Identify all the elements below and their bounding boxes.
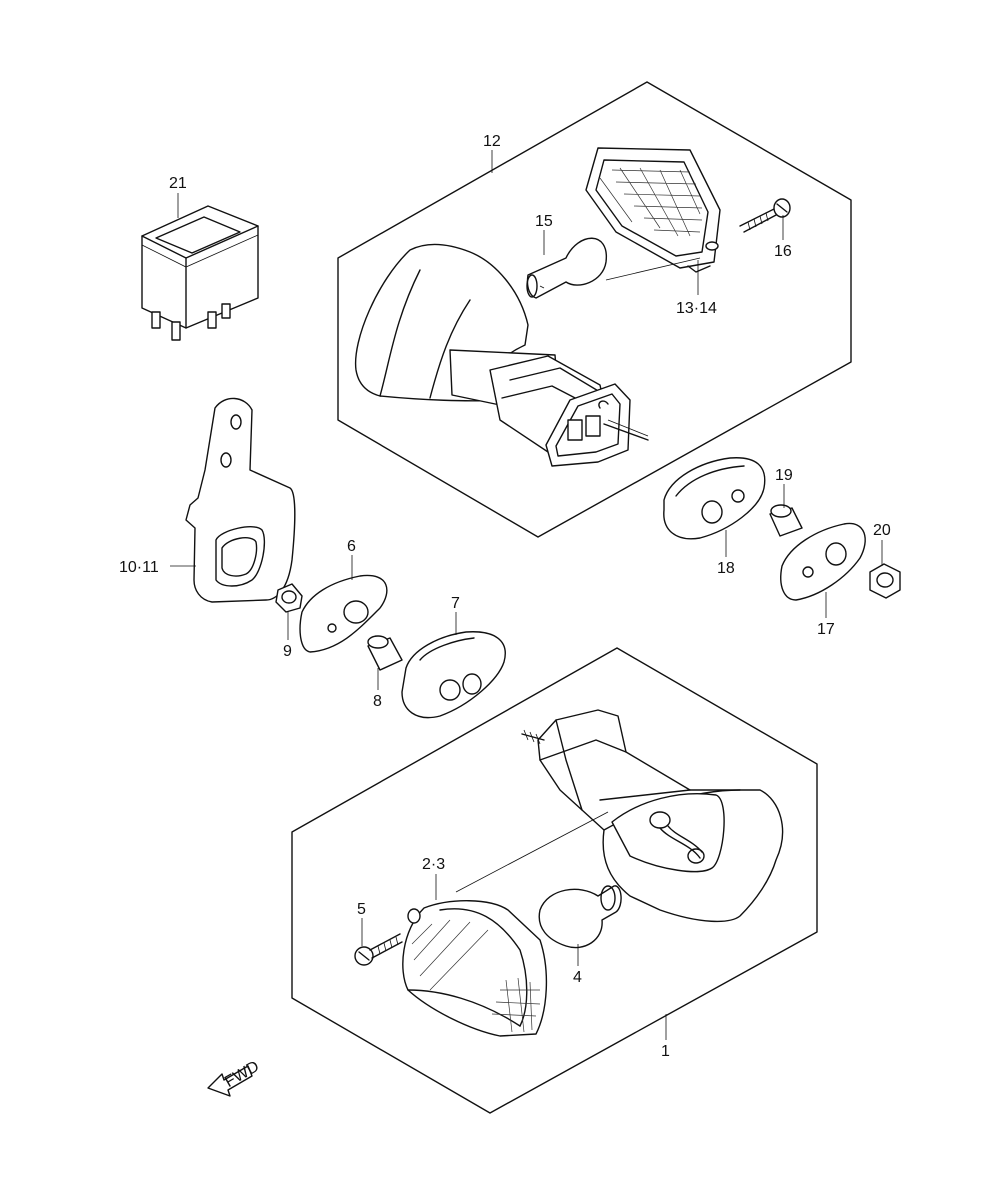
plate-17 xyxy=(780,522,866,601)
lens-upper-13-14 xyxy=(585,147,721,273)
turn-signal-housing-upper xyxy=(354,243,649,467)
bracket-10-11 xyxy=(185,397,296,603)
damper-18 xyxy=(663,457,766,540)
relay-21 xyxy=(141,205,259,341)
assembly-box-12 xyxy=(337,81,852,538)
label-7: 7 xyxy=(451,595,460,612)
label-4: 4 xyxy=(573,969,582,986)
damper-7 xyxy=(401,631,506,719)
label-12: 12 xyxy=(483,133,501,150)
label-17: 17 xyxy=(817,621,835,638)
label-13-14: 13·14 xyxy=(676,300,717,317)
lens-lower-2-3 xyxy=(402,900,548,1037)
leader-lines xyxy=(170,150,883,1040)
spacer-8 xyxy=(367,635,403,671)
collar-9 xyxy=(275,583,303,613)
label-8: 8 xyxy=(373,693,382,710)
label-15: 15 xyxy=(535,213,553,230)
screw-5 xyxy=(354,933,403,966)
assembly-box-1 xyxy=(291,647,818,1114)
fwd-label: FWD xyxy=(222,1058,262,1091)
bulb-4 xyxy=(538,885,622,949)
screw-16 xyxy=(739,198,791,233)
label-19: 19 xyxy=(775,467,793,484)
nut-20 xyxy=(869,563,901,599)
label-1: 1 xyxy=(661,1043,670,1060)
fwd-arrow-icon: FWD xyxy=(207,1058,262,1097)
label-21: 21 xyxy=(169,175,187,192)
part-labels: 21 12 15 16 13·14 10·11 6 9 8 7 19 18 17… xyxy=(119,133,891,1060)
bulb-15 xyxy=(526,237,701,299)
plate-6 xyxy=(299,574,388,653)
turn-signal-housing-lower xyxy=(455,709,784,923)
label-2-3: 2·3 xyxy=(422,856,445,873)
label-20: 20 xyxy=(873,522,891,539)
label-18: 18 xyxy=(717,560,735,577)
label-6: 6 xyxy=(347,538,356,555)
label-9: 9 xyxy=(283,643,292,660)
spacer-19 xyxy=(769,504,803,537)
label-5: 5 xyxy=(357,901,366,918)
label-16: 16 xyxy=(774,243,792,260)
label-10-11: 10·11 xyxy=(119,559,159,576)
